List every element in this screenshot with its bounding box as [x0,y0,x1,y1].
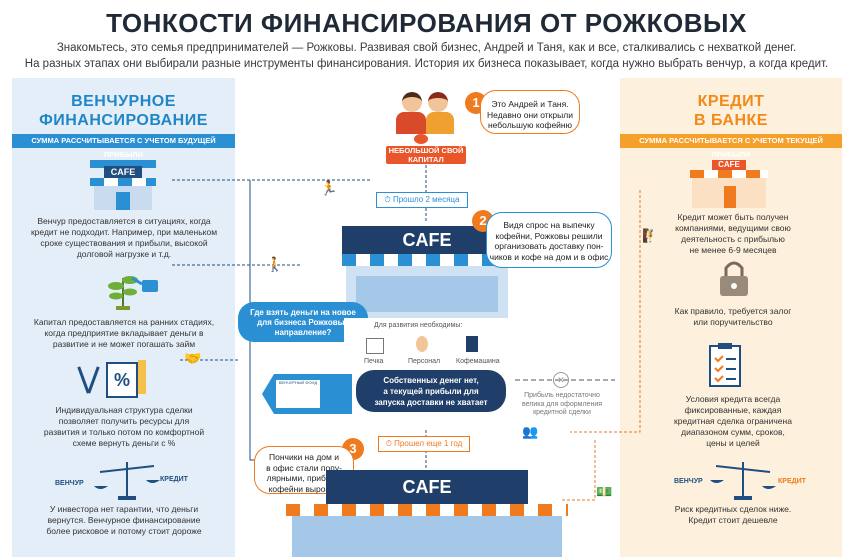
blocked-icon: ✕ [553,372,569,388]
climbing-person-icon: 🧗 [642,228,659,243]
plant-watering-icon [108,276,158,310]
subtitle-line-2: На разных этапах они выбирали разные инс… [24,58,829,70]
venture-panel [12,78,235,557]
credit-text-4: Риск кредитных сделок ниже.Кредит стоит … [674,504,792,525]
piggy-bank-icon [414,134,428,144]
staff-icon [416,336,428,352]
subtitle-line-1: Знакомьтесь, это семья предпринимателей … [56,42,797,54]
credit-scale-label-venture: ВЕНЧУР [674,478,703,485]
ruler-compass-icon: % [77,358,150,398]
oven-icon [366,338,384,354]
scale-label-venture: ВЕНЧУР [55,480,84,487]
couple-illustration [394,88,458,134]
coffee-machine-icon [466,336,478,352]
checklist-icon [709,343,741,387]
needs-box: Для развития необходимы: Печка Персонал … [344,318,512,374]
credit-bar: СУММА РАССЧИТЫВАЕТСЯ С УЧЕТОМ ТЕКУЩЕЙ ПР… [620,134,842,159]
padlock-icon [720,261,748,296]
no-money-box: Собственных денег нет,а текущей прибыли … [356,370,506,412]
scale-icon-credit [710,462,776,500]
timer-1-year: ⏱ Прошел еще 1 год [378,436,470,452]
running-person-icon: 🏃 [320,180,338,196]
scale-icon [94,462,160,500]
money-stack-icon: 💵 [596,484,613,499]
credit-scale-label-credit: КРЕДИТ [778,478,806,485]
person-with-sign-icon: 🚶 [266,256,284,272]
credit-panel [620,78,842,557]
page-title: ТОНКОСТИ ФИНАНСИРОВАНИЯ ОТ РОЖКОВЫХ [106,8,747,38]
venture-text-2: Капитал предоставляется на ранних стадия… [33,317,215,349]
venture-fund-building: ВЕНЧУРНЫЙ ФОНД [276,380,320,408]
cafe-building-large: CAFE [286,470,568,557]
cafe-icon: CAFE [90,160,156,210]
venture-text-1: Венчур предоставляется в ситуациях, когд… [30,216,218,259]
scale-label-credit: КРЕДИТ [160,476,188,483]
cafe-building-icon: CAFE [690,160,768,208]
team-icon: 👥 [522,424,539,439]
venture-bar: СУММА РАССЧИТЫВАЕТСЯ С УЧЕТОМ БУДУЩЕЙ ПР… [12,134,235,159]
handshake-icon: 🤝 [184,350,202,366]
timer-2-months: ⏱ Прошло 2 месяца [376,192,468,208]
